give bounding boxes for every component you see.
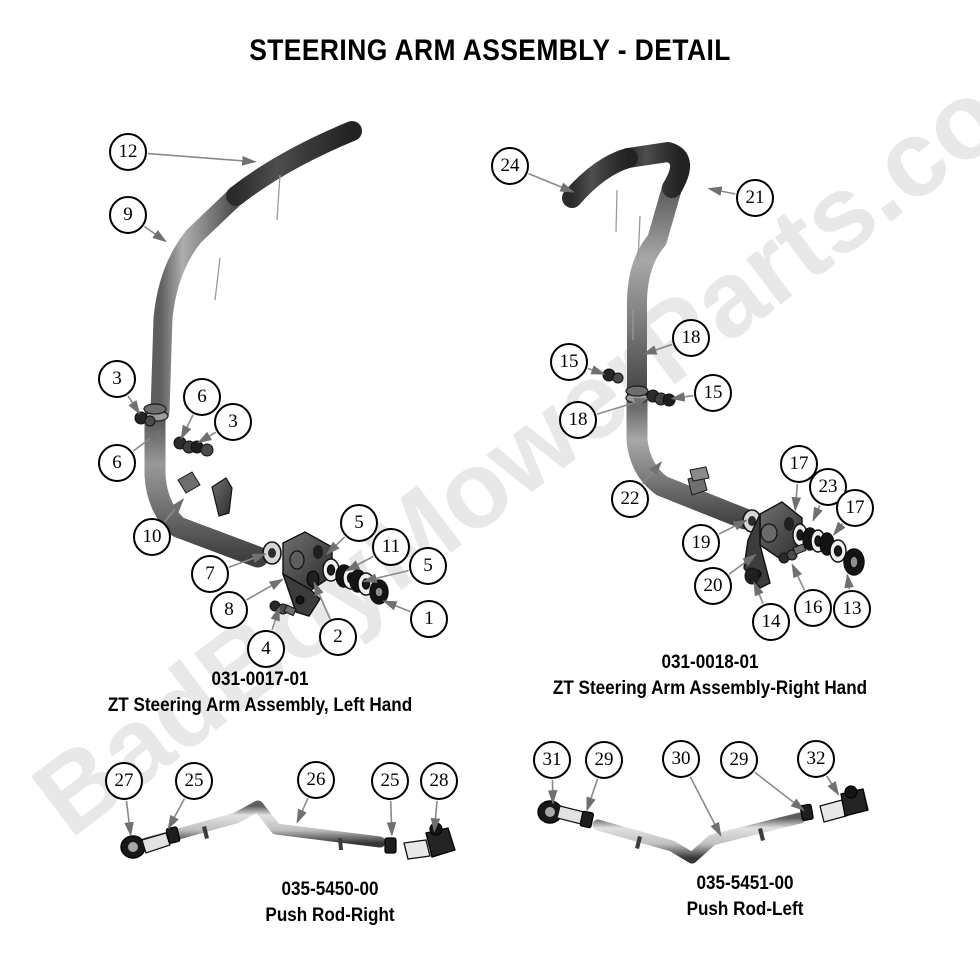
description-push-rod-right: Push Rod-Right [265,904,395,926]
part-number-push-rod-right: 035-5450-00 [281,879,379,900]
callout-leader-steering-arm-right-hand-18-3 [642,343,673,355]
callout-push-rod-right-25[interactable]: 25 [371,762,409,800]
callout-steering-arm-left-hand-9[interactable]: 9 [109,196,147,234]
description-right-hand: ZT Steering Arm Assembly-Right Hand [552,677,868,699]
callout-leader-steering-arm-left-hand-9-1 [143,225,167,243]
callout-leader-steering-arm-left-hand-12-0 [147,152,257,166]
callout-leader-push-rod-right-28-4 [430,800,441,833]
callout-leader-steering-arm-left-hand-1-14 [382,600,411,613]
callout-steering-arm-right-hand-23[interactable]: 23 [809,468,847,506]
callout-steering-arm-left-hand-1[interactable]: 1 [410,600,448,638]
callout-leader-push-rod-left-29-1 [586,778,599,812]
description-push-rod-left: Push Rod-Left [686,898,804,920]
callout-steering-arm-left-hand-6[interactable]: 6 [183,378,221,416]
callout-leader-steering-arm-right-hand-17-12 [791,483,802,512]
callout-leader-push-rod-right-26-2 [296,797,309,824]
callout-steering-arm-left-hand-8[interactable]: 8 [210,591,248,629]
caption-right-hand-assembly: 031-0018-01 ZT Steering Arm Assembly-Rig… [510,650,910,701]
callout-steering-arm-right-hand-14[interactable]: 14 [752,603,790,641]
callout-leader-push-rod-right-25-3 [386,800,397,837]
callout-leader-steering-arm-right-hand-23-13 [812,504,823,522]
callout-steering-arm-right-hand-20[interactable]: 20 [694,567,732,605]
callout-leader-steering-arm-right-hand-24-0 [528,172,575,193]
callout-leader-steering-arm-right-hand-21-1 [707,186,736,196]
callout-steering-arm-left-hand-6[interactable]: 6 [98,444,136,482]
callout-steering-arm-right-hand-15[interactable]: 15 [550,343,588,381]
callout-steering-arm-right-hand-18[interactable]: 18 [672,319,710,357]
callout-leader-steering-arm-left-hand-6-5 [132,429,162,452]
callout-push-rod-left-29[interactable]: 29 [585,741,623,779]
push-rod-left-geometry [537,785,869,864]
left-hand-arm-geometry [134,121,389,617]
callout-leader-steering-arm-right-hand-15-2 [587,365,606,375]
callout-leader-push-rod-right-25-1 [167,798,186,830]
callout-steering-arm-right-hand-17[interactable]: 17 [780,445,818,483]
callout-leader-steering-arm-right-hand-19-7 [718,519,748,535]
callout-leader-steering-arm-left-hand-5-11 [326,536,346,556]
callout-leader-push-rod-right-27-0 [124,800,134,837]
callout-steering-arm-left-hand-10[interactable]: 10 [133,518,171,556]
callout-leader-steering-arm-right-hand-14-9 [753,581,764,604]
callout-steering-arm-left-hand-5[interactable]: 5 [340,504,378,542]
callout-steering-arm-left-hand-12[interactable]: 12 [109,133,147,171]
callout-steering-arm-right-hand-21[interactable]: 21 [736,179,774,217]
right-hand-arm-geometry [562,142,865,589]
callout-leader-steering-arm-right-hand-15-4 [670,392,694,402]
callout-leader-steering-arm-right-hand-22-6 [642,461,663,485]
page-title: STEERING ARM ASSEMBLY - DETAIL [249,34,731,67]
callout-leader-push-rod-left-29-3 [754,771,805,812]
callout-steering-arm-right-hand-17[interactable]: 17 [836,489,874,527]
callout-leader-steering-arm-left-hand-8-8 [245,578,284,601]
caption-left-hand-assembly: 031-0017-01 ZT Steering Arm Assembly, Le… [60,667,460,718]
callout-steering-arm-right-hand-19[interactable]: 19 [682,524,720,562]
callout-leader-steering-arm-right-hand-18-5 [596,398,649,415]
callout-push-rod-right-27[interactable]: 27 [105,762,143,800]
callout-steering-arm-left-hand-5[interactable]: 5 [409,547,447,585]
callout-leader-steering-arm-left-hand-11-12 [345,555,374,572]
callout-steering-arm-left-hand-7[interactable]: 7 [191,555,229,593]
callout-leader-steering-arm-left-hand-7-7 [228,553,267,568]
callout-leader-steering-arm-left-hand-2-10 [313,581,331,620]
callout-push-rod-right-26[interactable]: 26 [297,761,335,799]
callout-steering-arm-right-hand-24[interactable]: 24 [491,147,529,185]
callout-leader-steering-arm-left-hand-3-4 [197,431,217,444]
callout-steering-arm-right-hand-22[interactable]: 22 [611,480,649,518]
push-rod-right-geometry [120,800,456,860]
callout-leader-steering-arm-left-hand-5-13 [362,569,409,583]
callout-steering-arm-right-hand-13[interactable]: 13 [833,590,871,628]
callout-steering-arm-right-hand-16[interactable]: 16 [794,589,832,627]
callout-push-rod-left-32[interactable]: 32 [797,740,835,778]
callout-steering-arm-right-hand-18[interactable]: 18 [559,401,597,439]
callout-push-rod-right-25[interactable]: 25 [175,762,213,800]
callout-leader-steering-arm-left-hand-10-6 [164,498,185,523]
callout-steering-arm-left-hand-4[interactable]: 4 [247,630,285,668]
callout-leader-steering-arm-right-hand-20-8 [728,553,757,575]
callout-leader-steering-arm-right-hand-17-14 [832,521,846,536]
callout-leader-push-rod-left-31-0 [547,779,558,805]
callout-push-rod-left-29[interactable]: 29 [720,741,758,779]
callout-steering-arm-left-hand-3[interactable]: 3 [214,403,252,441]
description-left-hand: ZT Steering Arm Assembly, Left Hand [107,694,413,716]
callout-push-rod-right-28[interactable]: 28 [420,762,458,800]
callout-leader-steering-arm-right-hand-16-10 [791,563,806,591]
part-number-left-hand: 031-0017-01 [211,669,309,690]
caption-push-rod-left: 035-5451-00 Push Rod-Left [545,871,945,922]
callout-steering-arm-left-hand-2[interactable]: 2 [319,618,357,656]
caption-push-rod-right: 035-5450-00 Push Rod-Right [130,877,530,928]
callout-leader-lines [124,152,854,837]
callout-leader-push-rod-left-30-2 [689,776,722,837]
callout-leader-steering-arm-left-hand-6-3 [180,414,194,440]
callout-steering-arm-left-hand-11[interactable]: 11 [372,528,410,566]
callout-leader-steering-arm-left-hand-3-2 [127,395,141,415]
part-number-push-rod-left: 035-5451-00 [696,873,794,894]
callout-push-rod-left-30[interactable]: 30 [662,740,700,778]
callout-steering-arm-right-hand-15[interactable]: 15 [694,374,732,412]
callout-leader-steering-arm-left-hand-4-9 [270,606,280,631]
callout-push-rod-left-31[interactable]: 31 [533,741,571,779]
callout-leader-push-rod-left-32-4 [826,775,840,796]
callout-leader-steering-arm-right-hand-13-11 [844,573,854,590]
callout-steering-arm-left-hand-3[interactable]: 3 [98,360,136,398]
part-number-right-hand: 031-0018-01 [661,652,759,673]
